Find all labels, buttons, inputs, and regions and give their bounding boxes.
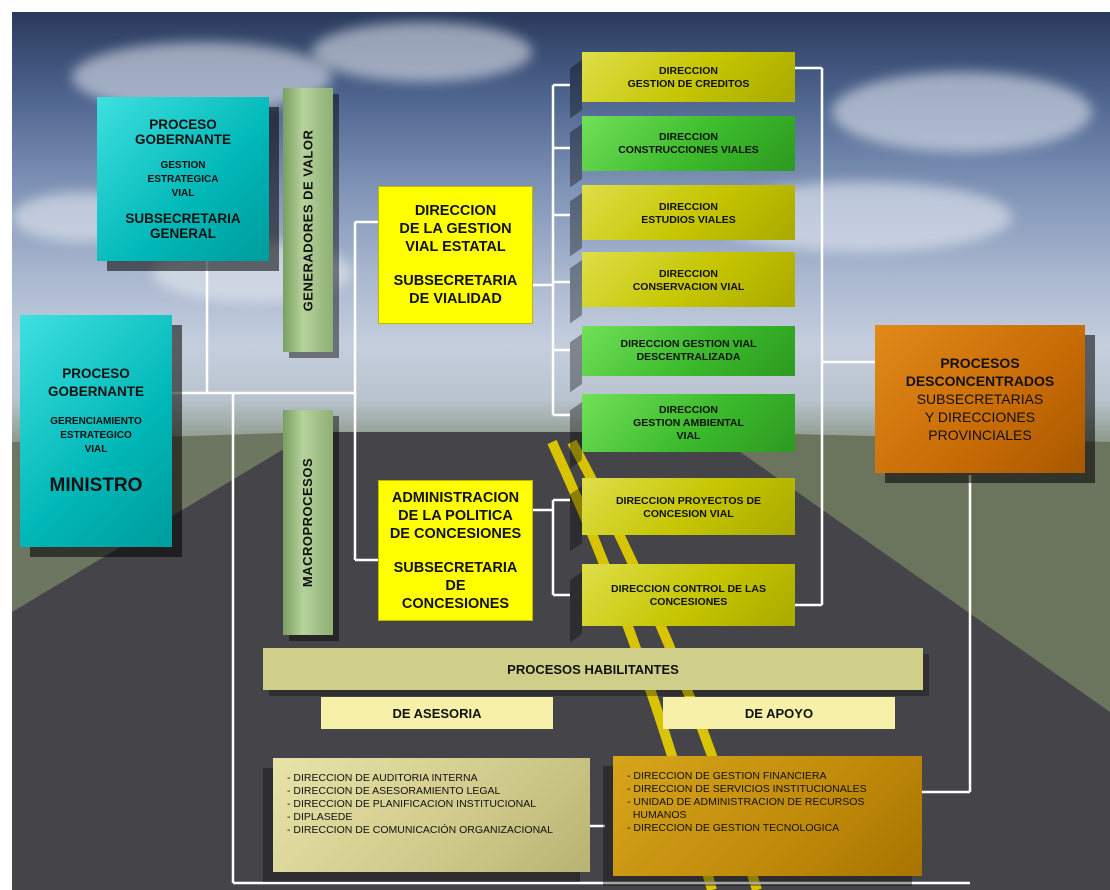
concesiones-line5: DE (445, 577, 466, 594)
asesoria-item-1: - DIRECCION DE AUDITORIA INTERNA (287, 772, 478, 784)
macroprocesos-label-box: MACROPROCESOS (283, 410, 333, 635)
direccion-4-line2: CONSERVACION VIAL (632, 280, 745, 293)
direccion-3-line1: DIRECCION (659, 200, 718, 213)
gobernante-main-line2: GOBERNANTE (47, 384, 144, 399)
desconcentrados-line2: DESCONCENTRADOS (905, 373, 1055, 389)
direccion-3-line2: ESTUDIOS VIALES (641, 213, 736, 226)
gobernante-main-line3: GERENCIAMIENTO (50, 416, 142, 427)
gobernante-top-line4: ESTRATEGICA (147, 174, 219, 185)
gobernante-main-line5: VIAL (84, 444, 108, 455)
asesoria-item-3: - DIRECCION DE PLANIFICACION INSTITUCION… (287, 798, 537, 810)
direccion-6-line1: DIRECCION (659, 403, 718, 416)
desconcentrados-line4: Y DIRECCIONES (924, 409, 1036, 425)
direccion-2-line1: DIRECCION (659, 130, 718, 143)
asesoria-item-4: - DIPLASEDE (287, 811, 353, 823)
gestion-vial-line5: DE VIALIDAD (409, 291, 502, 307)
procesos-habilitantes-bar: PROCESOS HABILITANTES (263, 648, 923, 690)
generadores-de-valor-label: GENERADORES DE VALOR (300, 129, 316, 311)
direccion-8-line2: CONCESIONES (649, 596, 728, 608)
concesiones-line4: SUBSECRETARIA (393, 559, 518, 576)
apoyo-item-1: - DIRECCION DE GESTION FINANCIERA (627, 770, 827, 782)
de-apoyo-header: DE APOYO (663, 697, 895, 729)
procesos-desconcentrados-box: PROCESOS DESCONCENTRADOS SUBSECRETARIAS … (875, 325, 1085, 473)
de-apoyo-label: DE APOYO (744, 705, 814, 721)
gobernante-main-line1: PROCESO (62, 366, 130, 381)
concesiones-line3: DE CONCESIONES (389, 525, 522, 542)
direccion-control-concesiones: DIRECCION CONTROL DE LAS CONCESIONES (582, 564, 795, 626)
direccion-1-line1: DIRECCION (659, 65, 718, 77)
direccion-5-line2: DESCENTRALIZADA (636, 351, 741, 363)
apoyo-list-box: - DIRECCION DE GESTION FINANCIERA - DIRE… (613, 756, 922, 876)
concesiones-line6: CONCESIONES (401, 595, 510, 612)
gobernante-ministro-box: PROCESO GOBERNANTE GERENCIAMIENTO ESTRAT… (20, 315, 172, 547)
apoyo-item-3: - UNIDAD DE ADMINISTRACION DE RECURSOS (627, 796, 865, 808)
direccion-4-line1: DIRECCION (659, 267, 718, 280)
apoyo-item-5: - DIRECCION DE GESTION TECNOLOGICA (627, 822, 840, 834)
direccion-5-line1: DIRECCION GESTION VIAL (620, 338, 757, 350)
desconcentrados-line3: SUBSECRETARIAS (916, 391, 1044, 407)
concesiones-box: ADMINISTRACION DE LA POLITICA DE CONCESI… (378, 480, 533, 621)
direccion-construcciones-viales: DIRECCION CONSTRUCCIONES VIALES (582, 116, 795, 171)
gobernante-top-line2: GOBERNANTE (134, 132, 231, 147)
asesoria-item-5: - DIRECCION DE COMUNICACIÓN ORGANIZACION… (287, 824, 554, 836)
macroprocesos-label: MACROPROCESOS (300, 457, 316, 588)
apoyo-item-2: - DIRECCION DE SERVICIOS INSTITUCIONALES (627, 783, 867, 795)
procesos-habilitantes-label: PROCESOS HABILITANTES (507, 661, 679, 677)
concesiones-line2: DE LA POLITICA (398, 507, 513, 524)
generadores-de-valor-label-box: GENERADORES DE VALOR (283, 88, 333, 352)
de-asesoria-header: DE ASESORIA (321, 697, 553, 729)
gobernante-top-box: PROCESO GOBERNANTE GESTION ESTRATEGICA V… (97, 97, 269, 261)
asesoria-item-2: - DIRECCION DE ASESORAMIENTO LEGAL (287, 785, 501, 797)
gobernante-top-line6: SUBSECRETARIA (125, 211, 241, 226)
desconcentrados-line1: PROCESOS (940, 355, 1020, 371)
direccion-conservacion-vial: DIRECCION CONSERVACION VIAL (582, 252, 795, 307)
gobernante-top-line3: GESTION (160, 160, 206, 171)
apoyo-item-4: HUMANOS (627, 809, 687, 821)
direccion-estudios-viales: DIRECCION ESTUDIOS VIALES (582, 185, 795, 240)
de-asesoria-label: DE ASESORIA (392, 705, 482, 721)
direccion-gestion-creditos: DIRECCION GESTION DE CREDITOS (582, 52, 795, 102)
gobernante-main-line4: ESTRATEGICO (60, 430, 132, 441)
gobernante-top-line5: VIAL (171, 188, 195, 199)
desconcentrados-line5: PROVINCIALES (928, 427, 1032, 443)
gestion-vial-line1: DIRECCION (414, 203, 497, 219)
gestion-vial-line3: VIAL ESTATAL (405, 239, 506, 255)
direccion-6-line3: VIAL (676, 429, 701, 442)
direccion-1-line2: GESTION DE CREDITOS (627, 78, 750, 90)
direccion-proyectos-concesion-vial: DIRECCION PROYECTOS DE CONCESION VIAL (582, 478, 795, 535)
direccion-6-line2: GESTION AMBIENTAL (633, 416, 744, 429)
concesiones-line1: ADMINISTRACION (391, 489, 520, 506)
direccion-gestion-ambiental-vial: DIRECCION GESTION AMBIENTAL VIAL (582, 394, 795, 452)
gestion-vial-estatal-box: DIRECCION DE LA GESTION VIAL ESTATAL SUB… (378, 186, 533, 324)
direccion-gestion-vial-descentralizada: DIRECCION GESTION VIAL DESCENTRALIZADA (582, 326, 795, 376)
gestion-vial-line2: DE LA GESTION (399, 221, 512, 237)
direccion-7-line1: DIRECCION PROYECTOS DE (615, 494, 762, 507)
direccion-7-line2: CONCESION VIAL (643, 507, 734, 520)
direccion-8-line1: DIRECCION CONTROL DE LAS (611, 583, 766, 595)
gobernante-top-line7: GENERAL (149, 226, 216, 241)
gobernante-top-line1: PROCESO (149, 117, 217, 132)
gestion-vial-line4: SUBSECRETARIA (393, 273, 518, 289)
ministro-label: MINISTRO (49, 475, 143, 496)
asesoria-list-box: - DIRECCION DE AUDITORIA INTERNA - DIREC… (273, 758, 590, 872)
direccion-2-line2: CONSTRUCCIONES VIALES (618, 143, 759, 156)
